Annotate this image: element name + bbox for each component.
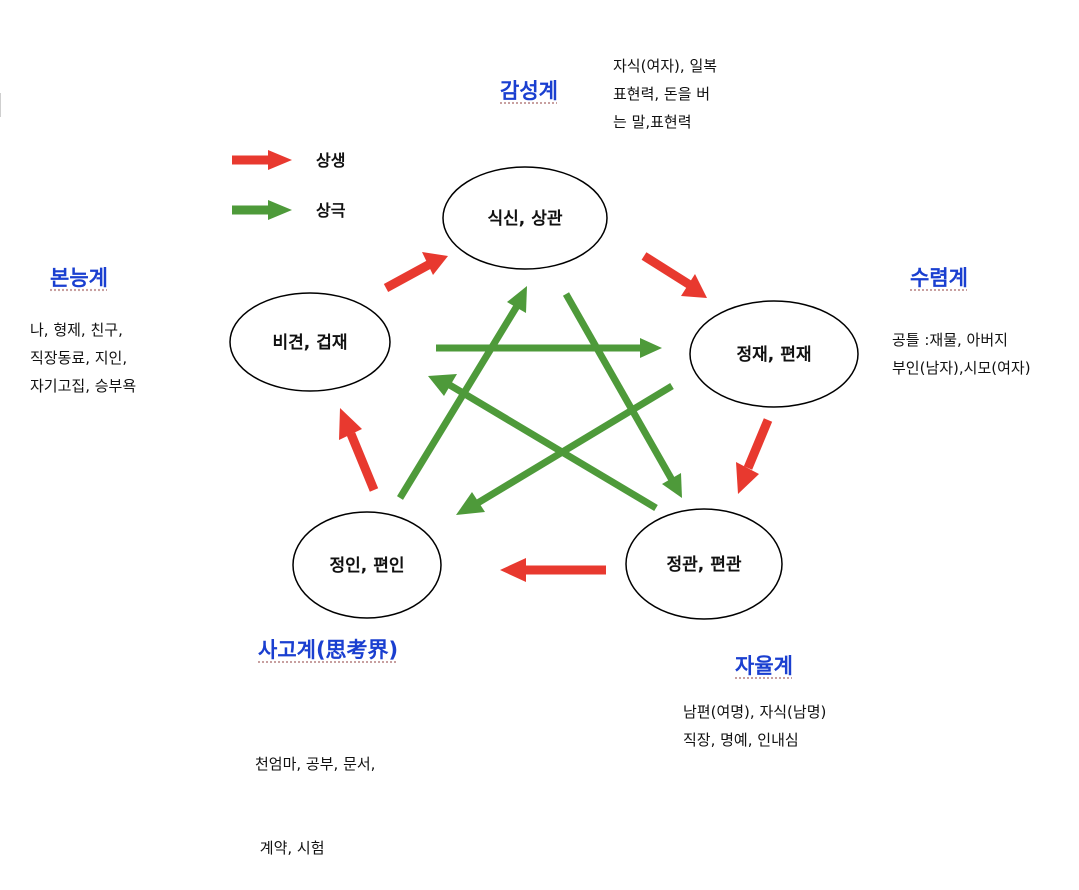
node-bigyeon-ellipse <box>229 292 391 392</box>
legend-sanggeuk: 상극 <box>232 200 346 220</box>
node-siksin-label: 식신, 상관 <box>488 209 563 229</box>
realm-bonneung-line: 나, 형제, 친구, <box>30 321 123 339</box>
legend-sangsaeng-label: 상생 <box>316 151 345 170</box>
legend-green-arrow-head <box>268 200 292 220</box>
realm-sago-line: 계약, 시험 <box>255 839 325 857</box>
realm-bonneung-line: 직장동료, 지인, <box>30 349 128 367</box>
red-arrow-siksin-to-jeongjae <box>641 252 693 289</box>
red-arrowhead-jeongin-to-bigyeon <box>339 408 362 440</box>
realm-suryeom-desc: 공틀 :재물, 아버지 부인(남자),시모(여자) <box>892 326 1031 382</box>
legend-sangsaeng: 상생 <box>232 150 345 170</box>
node-jeongin: 정인, 편인 <box>292 511 442 619</box>
red-arrow-bigyeon-to-siksin <box>383 260 433 292</box>
red-arrowhead-jeongjae-to-jeonggwan <box>736 462 759 494</box>
realm-sago-line: 천엄마, 공부, 문서, <box>255 755 376 773</box>
red-arrow-jeongjae-to-jeonggwan <box>743 418 773 470</box>
realm-gamseong-title: 감성계 <box>500 79 558 103</box>
realm-jayul-desc: 남편(여명), 자식(남명) 직장, 명예, 인내심 <box>683 698 826 754</box>
node-jeongjae-label: 정재, 편재 <box>737 345 812 365</box>
node-jeongjae-ellipse <box>689 300 859 408</box>
green-arrowhead-bigyeon-to-jeongjae <box>640 338 662 358</box>
node-bigyeon-label: 비견, 겁재 <box>273 333 348 353</box>
realm-sago-title: 사고계(思考界) <box>258 638 399 662</box>
realm-suryeom-line: 공틀 :재물, 아버지 <box>892 331 1008 349</box>
realm-jayul-line: 직장, 명예, 인내심 <box>683 731 799 749</box>
window-edge-mark <box>0 93 4 117</box>
legend-sanggeuk-label: 상극 <box>316 201 346 220</box>
realm-bonneung-title: 본능계 <box>50 266 108 290</box>
green-arrowhead-jeongin-to-siksin <box>507 286 527 313</box>
red-arrowhead-jeonggwan-to-jeongin <box>500 558 526 582</box>
green-arrowhead-jeonggwan-to-bigyeon <box>428 374 457 396</box>
green-arrow-siksin-to-jeonggwan <box>562 292 676 482</box>
realm-bonneung-desc: 나, 형제, 친구, 직장동료, 지인, 자기고집, 승부욕 <box>30 316 136 400</box>
five-elements-diagram: 상생 상극 <box>229 150 859 620</box>
realm-sago-desc: 천엄마, 공부, 문서, 계약, 시험 <box>255 694 375 890</box>
realm-suryeom-line: 부인(남자),시모(여자) <box>892 359 1031 377</box>
node-siksin-ellipse <box>442 166 608 270</box>
red-arrowhead-bigyeon-to-siksin <box>422 252 448 275</box>
realm-jayul-title: 자율계 <box>735 654 793 678</box>
realm-jayul-line: 남편(여명), 자식(남명) <box>683 703 827 721</box>
node-siksin: 식신, 상관 <box>442 166 608 270</box>
sangsaeng-arrows <box>339 252 773 582</box>
legend-red-arrow-head <box>268 150 292 170</box>
realm-suryeom-title: 수렴계 <box>910 266 968 290</box>
red-arrowhead-siksin-to-jeongjae <box>681 274 707 298</box>
green-arrow-jeongjae-to-jeongin <box>474 383 674 507</box>
realm-bonneung-line: 자기고집, 승부욕 <box>30 377 137 395</box>
realm-gamseong-line: 는 말,표현력 <box>613 113 692 131</box>
realm-gamseong-line: 표현력, 돈을 버 <box>613 85 711 103</box>
node-jeonggwan-label: 정관, 편관 <box>667 555 742 575</box>
red-arrow-jeongin-to-bigyeon <box>346 432 379 492</box>
sanggeuk-arrows <box>397 286 682 515</box>
node-jeonggwan: 정관, 편관 <box>625 508 783 620</box>
node-jeongin-label: 정인, 편인 <box>330 556 405 576</box>
realm-gamseong-desc: 자식(여자), 일복 표현력, 돈을 버 는 말,표현력 <box>613 52 717 136</box>
green-arrowhead-jeongjae-to-jeongin <box>456 492 485 515</box>
green-arrow-jeonggwan-to-bigyeon <box>446 380 658 512</box>
node-jeongjae: 정재, 편재 <box>689 300 859 408</box>
green-arrowhead-siksin-to-jeonggwan <box>662 473 682 498</box>
node-bigyeon: 비견, 겁재 <box>229 292 391 392</box>
node-jeongin-ellipse <box>292 511 442 619</box>
node-jeonggwan-ellipse <box>625 508 783 620</box>
realm-gamseong-line: 자식(여자), 일복 <box>613 57 718 75</box>
green-arrow-jeongin-to-siksin <box>397 304 520 500</box>
